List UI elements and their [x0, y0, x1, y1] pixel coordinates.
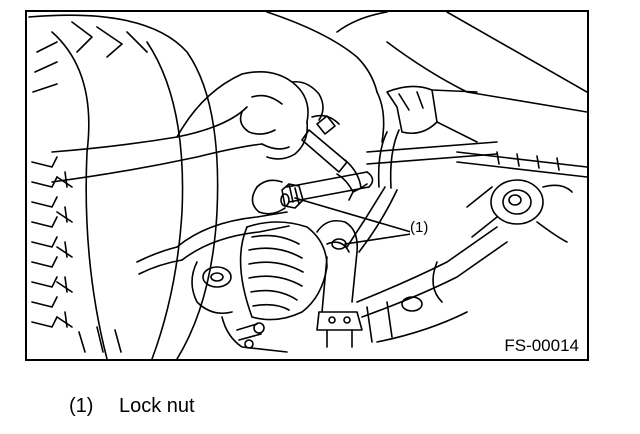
figure-code: FS-00014	[502, 336, 581, 355]
lower-arm-drawing	[356, 179, 573, 343]
lock-nut-drawing	[281, 183, 304, 209]
wrench-drawing	[301, 114, 368, 201]
stabilizer-bar-drawing	[136, 211, 290, 275]
suspension-line-drawing	[28, 12, 587, 359]
boot-drawing	[239, 221, 328, 321]
adjusting-sleeve-drawing	[251, 171, 374, 215]
technical-illustration: (1) FS-00014	[25, 10, 589, 361]
callout-label-1: (1)	[410, 219, 429, 236]
legend-text: Lock nut	[119, 395, 195, 417]
legend-number: (1)	[69, 395, 94, 417]
tie-rod-drawing	[346, 129, 498, 253]
tire-drawing	[28, 14, 219, 359]
knuckle-drawing	[191, 261, 288, 353]
strut-drawing	[316, 219, 363, 348]
legend-item: (1) Lock nut	[69, 394, 195, 418]
body-drawing	[266, 12, 587, 178]
callout-leader-lines	[294, 197, 412, 245]
hand-drawing	[51, 71, 324, 183]
